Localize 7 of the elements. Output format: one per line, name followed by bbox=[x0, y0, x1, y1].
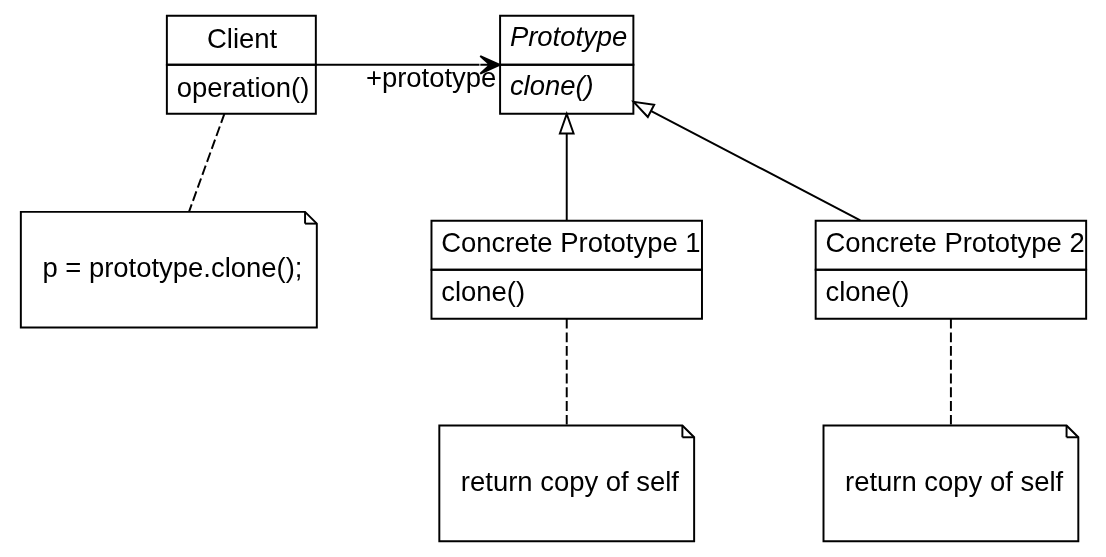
connector bbox=[565, 317, 568, 426]
edge-label: +prototype bbox=[365, 61, 496, 93]
connector bbox=[187, 112, 225, 213]
connector bbox=[949, 317, 952, 426]
arrow bbox=[314, 55, 501, 75]
arrow bbox=[558, 110, 575, 222]
arrow bbox=[630, 100, 861, 222]
